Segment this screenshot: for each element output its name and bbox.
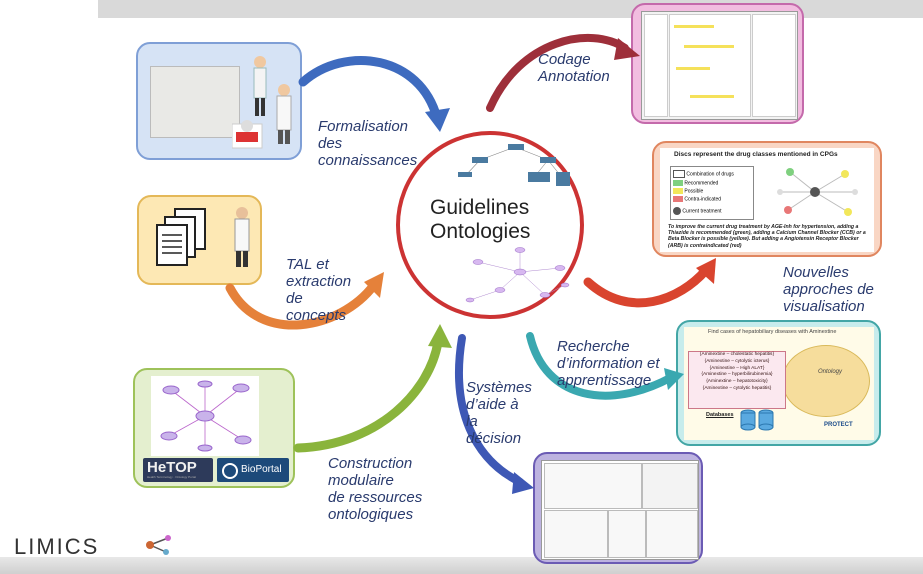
result-item: {Aminextine – cytolytic hepatitis}	[702, 385, 772, 391]
hetop-logo-text: HeTOP	[147, 459, 197, 476]
search-inner: Find cases of hepatobiliary diseases wit…	[684, 327, 874, 440]
arrow-head	[364, 272, 384, 298]
ds-block	[544, 510, 608, 558]
arrow-head	[425, 108, 450, 132]
panel-visualisation: Discs represent the drug classes mention…	[652, 141, 882, 257]
arrow-tal	[225, 280, 379, 330]
legend-swatch	[673, 188, 683, 194]
protect-logo: PROTECT	[824, 422, 853, 428]
doctor-figure	[234, 207, 250, 267]
highlight-line	[674, 25, 714, 28]
arrow-codage	[486, 33, 629, 112]
highlight-line	[684, 45, 734, 48]
tool-right-pane	[752, 14, 796, 117]
panel-recherche: Find cases of hepatobiliary diseases wit…	[676, 320, 881, 446]
viz-legend: Combination of drugs Recommended Possibl…	[670, 166, 754, 220]
result-item: {Aminextine – cholestatic hepatitis}	[699, 352, 775, 357]
result-item: {Aminextine – hepatotoxicity}	[706, 379, 768, 385]
legend-label: Possible	[684, 188, 704, 195]
center-title: Guidelines Ontologies	[430, 196, 531, 243]
legend-label: Recommended	[684, 180, 719, 187]
arrow-head	[512, 472, 534, 494]
result-item: {Aminextine – cytolytic icterus}	[704, 358, 770, 364]
arrow-head	[614, 38, 640, 60]
tool-left-pane	[644, 14, 668, 117]
label-codage: Codage Annotation	[538, 51, 610, 85]
arrow-visualisation	[583, 265, 711, 308]
viz-title: Discs represent the drug classes mention…	[674, 151, 838, 158]
limics-logo-graphic	[146, 535, 171, 555]
label-construction: Construction modulaire de ressources ont…	[328, 455, 423, 523]
hetop-logo-subtitle: Health Terminology · Ontology Portal	[147, 475, 196, 479]
people-illustration	[232, 56, 292, 149]
legend-item: Combination of drugs	[673, 170, 734, 178]
ontology-network-image	[151, 376, 259, 456]
hetop-logo: HeTOP Health Terminology · Ontology Port…	[143, 458, 213, 482]
documents-icon	[156, 208, 206, 266]
legend-label: Current treatment	[682, 208, 722, 215]
ds-block	[646, 510, 698, 558]
highlight-line	[676, 67, 710, 70]
label-tal: TAL et extraction de concepts	[286, 256, 352, 324]
arrow-head	[696, 258, 716, 284]
arrow-head	[664, 368, 684, 390]
result-item: {Aminextine – hyperbilirubinemia}	[701, 372, 773, 378]
panel-formalisation	[136, 42, 302, 160]
label-visualisation: Nouvelles approches de visualisation	[783, 264, 874, 315]
result-item: {Aminextine – High ALAT}	[709, 365, 765, 371]
results-list: {Aminextine – cholestatic hepatitis} {Am…	[688, 351, 786, 409]
viz-caption: To improve the current drug treatment by…	[668, 224, 866, 249]
legend-swatch	[673, 196, 683, 202]
annotation-tool-screenshot	[641, 11, 798, 120]
ontology-sphere	[782, 345, 870, 417]
legend-label: Combination of drugs	[686, 171, 734, 178]
ds-block	[544, 463, 642, 509]
legend-item: Recommended	[673, 180, 718, 186]
panel-tal	[137, 195, 262, 285]
legend-swatch	[673, 180, 683, 186]
ds-block	[608, 510, 646, 558]
limics-logo: LIMICS	[14, 534, 100, 559]
legend-swatch	[673, 170, 685, 178]
panel-systemes	[533, 452, 703, 564]
label-recherche: Recherche d’information et apprentissage	[557, 338, 660, 389]
guideline-tree-diagram	[458, 144, 570, 186]
search-question: Find cases of hepatobiliary diseases wit…	[708, 329, 837, 335]
bioportal-logo: BioPortal	[217, 458, 289, 482]
label-systemes: Systèmes d’aide à la décision	[466, 379, 532, 447]
panel-codage	[631, 3, 804, 124]
bioportal-logo-text: BioPortal	[241, 464, 282, 475]
legend-swatch	[673, 207, 681, 215]
databases-label: Databases	[706, 412, 734, 418]
legend-item: Possible	[673, 188, 703, 194]
panel-construction: HeTOP Health Terminology · Ontology Port…	[133, 368, 295, 488]
decision-support-screenshot	[541, 460, 699, 560]
highlight-line	[690, 95, 734, 98]
arrow-recherche	[526, 332, 674, 400]
tool-doc-pane	[669, 14, 751, 117]
ontology-label: Ontology	[818, 369, 843, 375]
arrow-head	[428, 324, 452, 348]
bioportal-icon	[222, 463, 238, 479]
viz-inner: Discs represent the drug classes mention…	[660, 148, 874, 252]
whiteboard-photo	[150, 66, 240, 138]
ds-block	[642, 463, 698, 509]
arrow-systemes	[455, 334, 524, 486]
legend-item: Current treatment	[673, 207, 722, 215]
drug-disc-graph	[777, 168, 858, 216]
arrow-construction	[293, 337, 443, 453]
ontology-graph-diagram	[465, 247, 570, 303]
label-formalisation: Formalisation des connaissances	[318, 118, 418, 169]
legend-label: Contra-indicated	[684, 196, 722, 203]
legend-item: Contra-indicated	[673, 196, 721, 202]
arrow-formalisation	[298, 56, 442, 123]
database-icon	[740, 409, 774, 431]
